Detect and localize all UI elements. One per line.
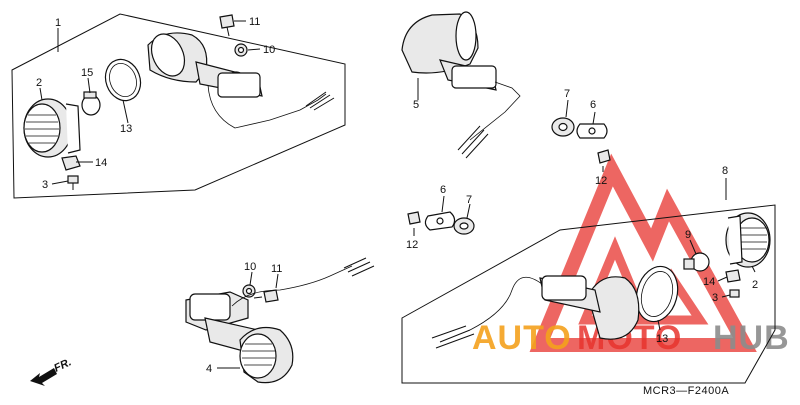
label-6-lower: 6 (440, 184, 446, 196)
label-10-lower: 10 (244, 261, 256, 273)
label-7-upper: 7 (564, 88, 570, 100)
label-11-lower: 11 (271, 263, 282, 275)
front-left-turn-signal-assembly: 1 2 15 13 14 3 11 10 (11, 13, 346, 199)
label-13: 13 (120, 123, 132, 135)
label-15: 15 (81, 67, 93, 79)
rear-turn-signal-lens (725, 212, 771, 268)
turn-signal-lens (23, 98, 81, 158)
turn-signal-housing (147, 32, 335, 129)
diagram-reference-code: MCR3—F2400A (643, 385, 729, 397)
rear-lens-gasket (635, 265, 679, 323)
watermark-word-auto: AUTO (472, 319, 572, 357)
label-2: 2 (36, 77, 42, 89)
label-3: 3 (42, 179, 48, 191)
mount-nut (234, 43, 248, 57)
label-5: 5 (413, 99, 419, 111)
rear-turn-signal-housing (431, 275, 640, 349)
label-9: 9 (685, 229, 691, 241)
label-1: 1 (55, 17, 61, 29)
label-13-rear: 13 (656, 333, 668, 345)
front-arrow-icon (30, 368, 57, 386)
watermark-word-hub: HUB (713, 319, 790, 357)
label-10: 10 (263, 44, 275, 56)
rubber-mount-set-lower: 6 7 12 (406, 184, 475, 251)
rear-turn-signal-bulb (683, 252, 710, 272)
label-6-upper: 6 (590, 99, 596, 111)
assembly-outline-2 (401, 204, 776, 384)
label-14: 14 (95, 157, 107, 169)
front-label: FR. (52, 356, 73, 374)
label-4: 4 (206, 363, 212, 375)
label-11: 11 (249, 16, 260, 28)
rubber-mount-set-upper: 7 6 12 (551, 88, 611, 187)
turn-signal-unit-4: 10 11 4 (185, 257, 375, 384)
assembly-outline-1 (11, 13, 346, 199)
rear-mounting-nut (725, 269, 741, 283)
label-3-rear: 3 (712, 292, 718, 304)
label-2-rear: 2 (752, 279, 758, 291)
rear-lens-screw (729, 289, 740, 298)
mount-bolt (219, 14, 235, 37)
rear-turn-signal-assembly: 8 9 14 2 3 13 (401, 165, 776, 384)
label-12-lower: 12 (406, 239, 418, 251)
turn-signal-bulb (81, 91, 101, 116)
mount-bolt-lower (253, 289, 279, 303)
label-14-rear: 14 (703, 276, 715, 288)
label-12-upper: 12 (595, 175, 607, 187)
front-direction-indicator: FR. (30, 356, 73, 386)
label-7-lower: 7 (466, 194, 472, 206)
lens-screw (67, 175, 79, 190)
mounting-nut (61, 155, 81, 171)
label-8: 8 (722, 165, 728, 177)
lens-gasket (104, 58, 142, 102)
turn-signal-unit-5: 5 (401, 11, 521, 159)
